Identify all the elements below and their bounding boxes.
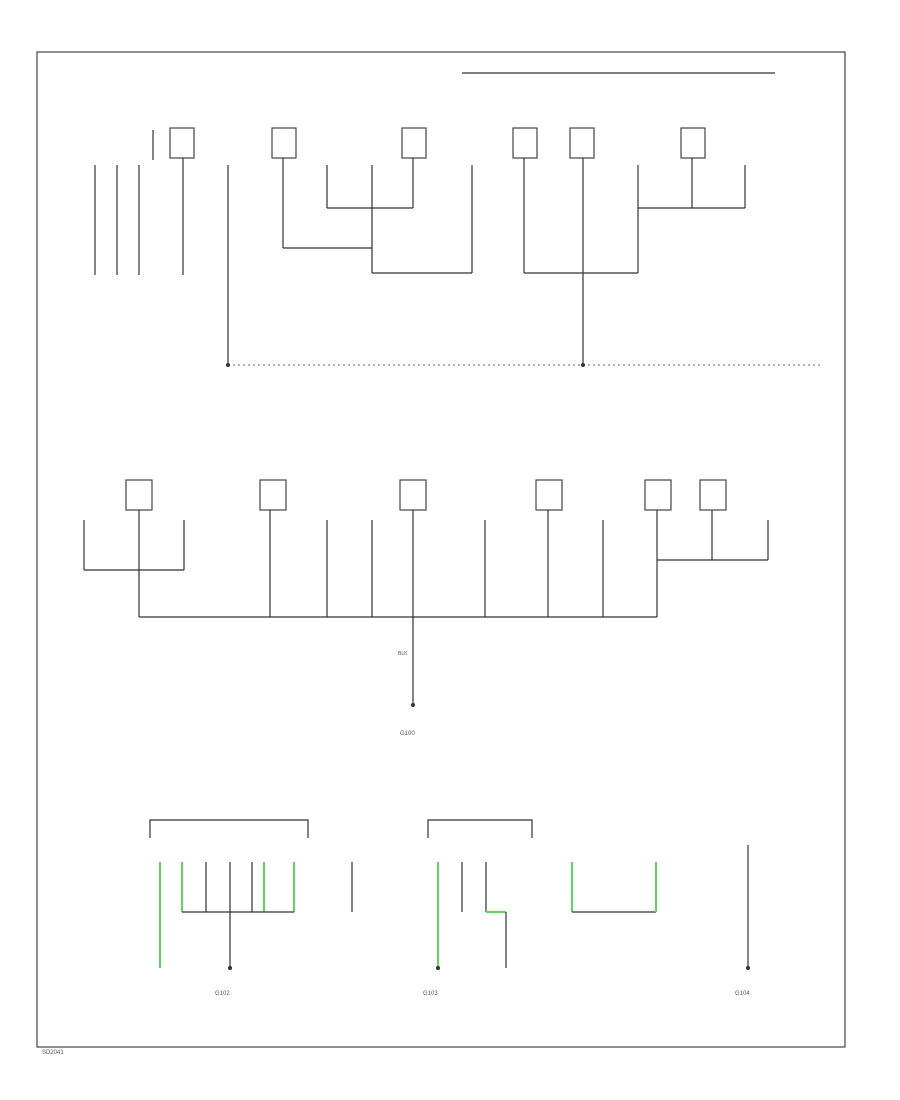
component-box — [125, 479, 153, 511]
diagram-frame — [36, 51, 846, 1048]
component-box — [271, 127, 297, 159]
ground-label-g2: G102 — [215, 991, 230, 997]
footer-id: SD2041 — [42, 1050, 64, 1056]
component-box — [169, 127, 195, 159]
ground-label-g3: G103 — [423, 991, 438, 997]
bottom-section — [149, 819, 750, 970]
wire-color-label: BLK — [398, 651, 408, 657]
middle-section — [83, 479, 769, 707]
component-box — [699, 479, 727, 511]
component-box — [569, 127, 595, 159]
ground-label-g1: G100 — [400, 731, 415, 737]
ground-label-g4: G104 — [735, 991, 750, 997]
top-section — [94, 72, 820, 367]
component-box — [644, 479, 672, 511]
component-box — [680, 127, 706, 159]
component-box — [535, 479, 563, 511]
component-box — [401, 127, 427, 159]
component-box — [259, 479, 287, 511]
component-box — [399, 479, 427, 511]
component-box — [512, 127, 538, 159]
